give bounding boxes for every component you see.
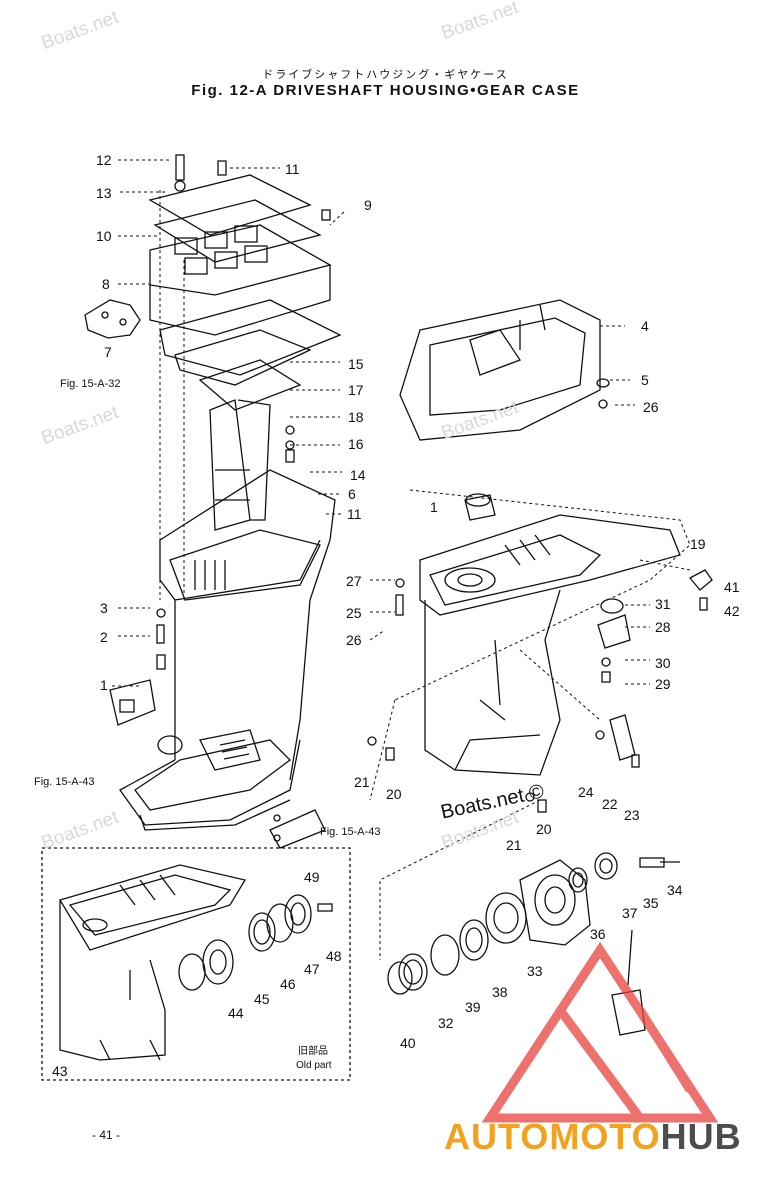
callout-label: 2 — [100, 629, 108, 645]
logo-part-2: HUB — [660, 1116, 742, 1157]
callout-label: 44 — [228, 1005, 244, 1021]
callout-label: 23 — [624, 807, 640, 823]
callout-label: 17 — [348, 382, 364, 398]
callout-label: 27 — [346, 573, 362, 589]
callout-label: 40 — [400, 1035, 416, 1051]
callout-label: 29 — [655, 676, 671, 692]
callout-label: 16 — [348, 436, 364, 452]
callout-label: 14 — [350, 467, 366, 483]
fig-reference-15-a-32: Fig. 15-A-32 — [60, 378, 121, 390]
logo-wordmark: AUTOMOTOHUB — [444, 1116, 742, 1158]
callout-label: 19 — [690, 536, 706, 552]
callout-label: 37 — [622, 905, 638, 921]
callout-label: 32 — [438, 1015, 454, 1031]
callout-label: 42 — [724, 603, 740, 619]
callout-label: 43 — [52, 1063, 68, 1079]
callout-label: 4 — [641, 318, 649, 334]
callout-label: 21 — [354, 774, 370, 790]
callout-label: 3 — [100, 600, 108, 616]
callout-label: 26 — [346, 632, 362, 648]
fig-reference-15-a-43: Fig. 15-A-43 — [34, 776, 95, 788]
title-japanese: ドライブシャフトハウジング・ギヤケース — [262, 69, 509, 81]
callout-label: 46 — [280, 976, 296, 992]
old-part-label-jp: 旧部品 — [298, 1046, 328, 1057]
callout-label: 33 — [527, 963, 543, 979]
callout-label: 20 — [536, 821, 552, 837]
callout-label: 38 — [492, 984, 508, 1000]
callout-label: 28 — [655, 619, 671, 635]
callout-label: 7 — [104, 344, 112, 360]
callout-label: 11 — [285, 161, 300, 177]
fig-reference-15-a-43: Fig. 15-A-43 — [320, 826, 381, 838]
callout-label: 6 — [348, 486, 356, 502]
callout-label: 39 — [465, 999, 481, 1015]
callout-label: 24 — [578, 784, 594, 800]
callout-label: 9 — [364, 197, 372, 213]
callout-label: 15 — [348, 356, 364, 372]
callout-label: 49 — [304, 869, 320, 885]
callout-label: 34 — [667, 882, 683, 898]
callout-label: 36 — [590, 926, 606, 942]
callout-label: 13 — [96, 185, 112, 201]
callout-label: 47 — [304, 961, 320, 977]
callout-label: 48 — [326, 948, 342, 964]
callout-label: 35 — [643, 895, 659, 911]
callout-label: 21 — [506, 837, 522, 853]
callout-label: 1 — [430, 499, 438, 515]
callout-label: 45 — [254, 991, 270, 1007]
callout-label: 31 — [655, 596, 671, 612]
callout-label: 26 — [643, 399, 659, 415]
callout-label: 20 — [386, 786, 402, 802]
callout-label: 41 — [724, 579, 740, 595]
callout-label: 22 — [602, 796, 618, 812]
callout-label: 11 — [347, 506, 362, 522]
callout-label: 12 — [96, 152, 112, 168]
callout-label: 10 — [96, 228, 112, 244]
callout-label: 1 — [100, 677, 108, 693]
old-part-label: Old part — [296, 1060, 332, 1071]
logo-part-1: AUTOMOTO — [444, 1116, 661, 1157]
callout-label: 25 — [346, 605, 362, 621]
callout-label: 5 — [641, 372, 649, 388]
page-number: - 41 - — [92, 1128, 121, 1142]
callout-label: 30 — [655, 655, 671, 671]
callout-label: 18 — [348, 409, 364, 425]
page-title: Fig. 12-A DRIVESHAFT HOUSING•GEAR CASE — [191, 82, 580, 99]
callout-label: 8 — [102, 276, 110, 292]
